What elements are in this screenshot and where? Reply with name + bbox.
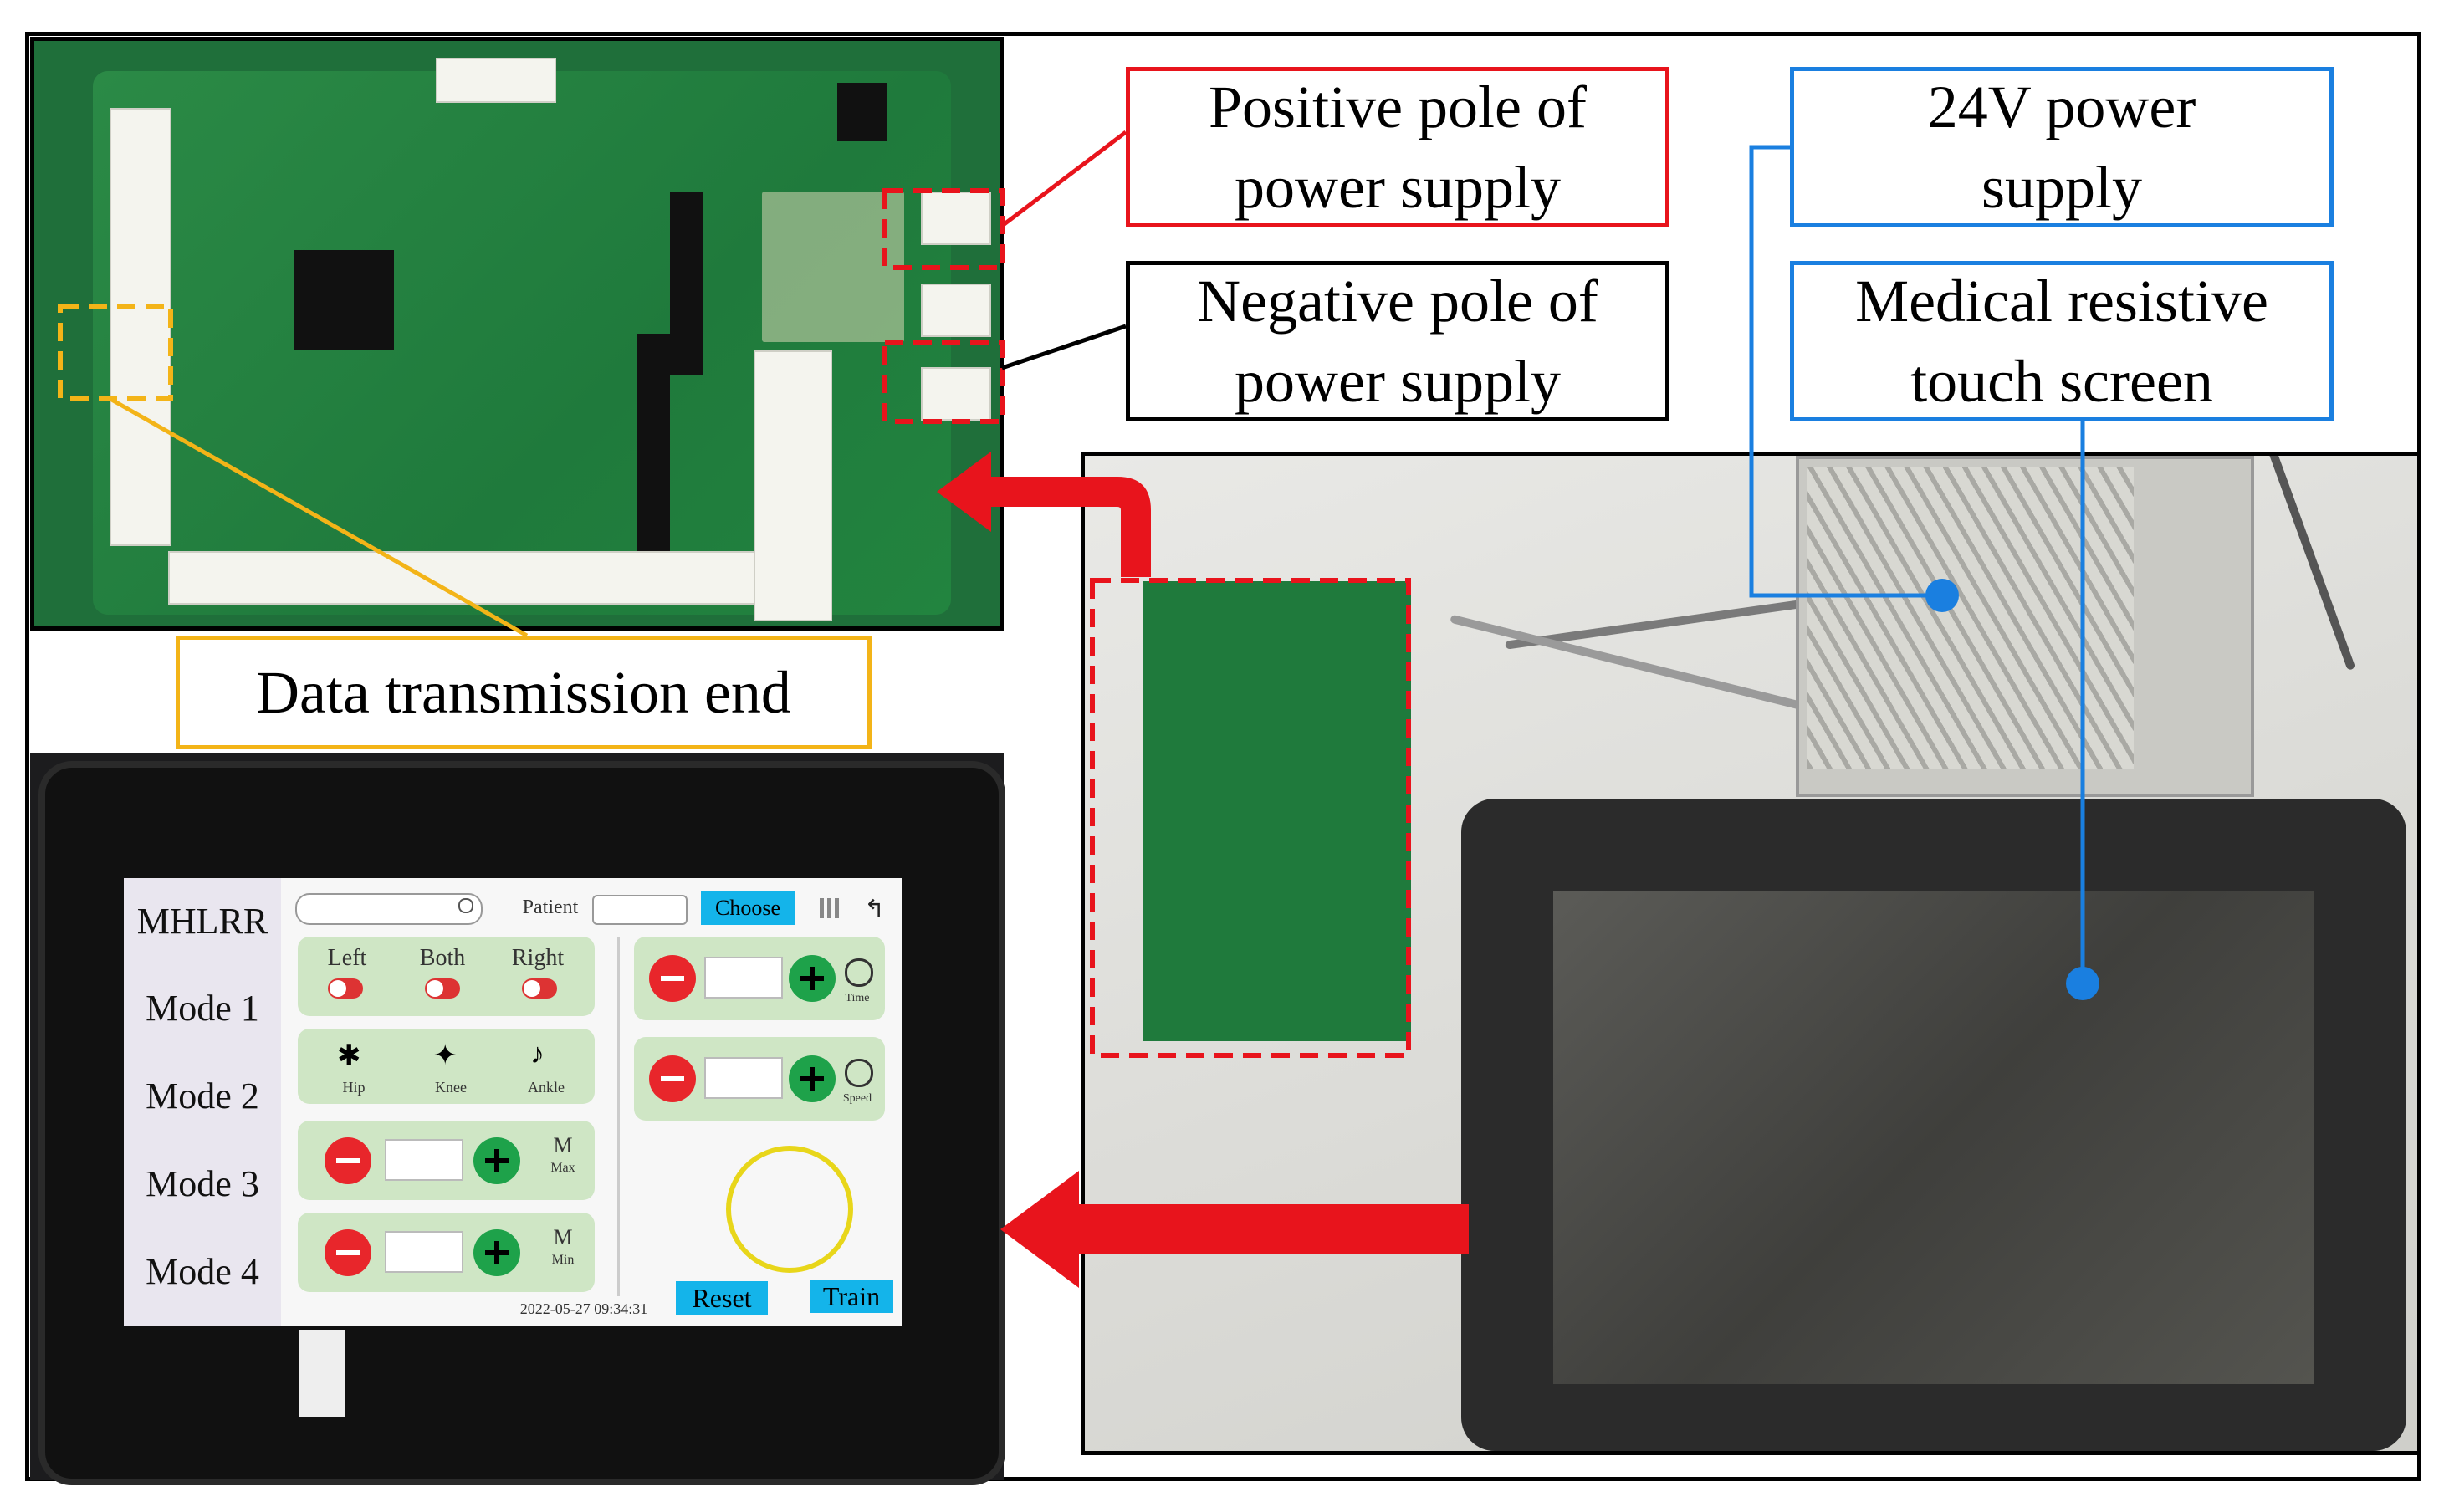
sidebar-item-mode-4[interactable]: Mode 4 [146, 1251, 259, 1292]
tablet-glass [1553, 891, 2314, 1384]
pcb-chip [637, 334, 670, 551]
pcb-connector [754, 350, 832, 621]
hip-icon[interactable]: ✱ [337, 1040, 361, 1071]
touch-screen-line-1: Medical resistive [1855, 268, 2268, 335]
pcb-connector [436, 58, 556, 103]
touch-screen-ui: MHLRR Mode 1 Mode 2 Mode 3 Mode 4 Patien… [124, 878, 902, 1326]
ui-sidebar: MHLRR Mode 1 Mode 2 Mode 3 Mode 4 [124, 878, 281, 1326]
pcb-in-setup [1143, 581, 1411, 1041]
data-transmission-label: Data transmission end [176, 636, 872, 749]
negative-pole-line-1: Negative pole of [1197, 268, 1598, 335]
knee-icon[interactable]: ✦ [433, 1040, 458, 1071]
pcb-connector [921, 367, 991, 421]
pcb-connector [921, 192, 991, 245]
positive-pole-line-1: Positive pole of [1209, 74, 1587, 140]
setup-photo [1081, 452, 2421, 1455]
min-minus-button[interactable] [325, 1229, 371, 1276]
progress-ring [726, 1146, 853, 1273]
positive-pole-label: Positive pole of power supply [1126, 67, 1669, 227]
grid-menu-icon[interactable] [820, 898, 840, 918]
sidebar-item-mhlrr[interactable]: MHLRR [136, 901, 268, 942]
speed-value-field[interactable] [704, 1057, 783, 1099]
touch-screen-line-2: touch screen [1910, 348, 2213, 415]
psu-unit [1796, 456, 2254, 797]
back-arrow-icon[interactable]: ↰ [864, 896, 886, 923]
negative-pole-line-2: power supply [1235, 348, 1561, 415]
joint-select-panel [298, 1029, 595, 1104]
timestamp: 2022-05-27 09:34:31 [519, 1300, 648, 1317]
touch-screen-label: Medical resistive touch screen [1790, 261, 2334, 421]
left-toggle[interactable] [328, 978, 363, 999]
min-plus-button[interactable] [473, 1229, 520, 1276]
side-right-label: Right [511, 945, 565, 971]
pcb-pad-area [762, 192, 904, 342]
pcb-connector [110, 108, 171, 546]
power-supply-line-2: supply [1981, 154, 2143, 221]
cable-tab [299, 1330, 345, 1418]
max-minus-button[interactable] [325, 1137, 371, 1184]
reset-button[interactable]: Reset [676, 1281, 768, 1315]
side-select-panel [298, 937, 595, 1016]
pcb-photo [30, 37, 1004, 631]
train-button[interactable]: Train [810, 1280, 893, 1313]
sidebar-item-mode-2[interactable]: Mode 2 [146, 1075, 259, 1116]
max-label: Max [550, 1161, 575, 1175]
pcb-connector [168, 551, 824, 605]
negative-pole-label: Negative pole of power supply [1126, 261, 1669, 421]
pcb-mcu-chip [294, 250, 394, 350]
time-label: Time [845, 992, 870, 1004]
side-left-label: Left [327, 945, 367, 971]
knee-label: Knee [435, 1079, 467, 1096]
hip-label: Hip [342, 1079, 366, 1096]
positive-pole-line-2: power supply [1235, 154, 1561, 221]
ankle-icon[interactable]: ♪ [530, 1039, 545, 1070]
side-both-label: Both [419, 945, 466, 971]
timer-icon [845, 958, 873, 987]
time-plus-button[interactable] [789, 955, 836, 1002]
patient-select[interactable] [592, 895, 688, 925]
ankle-label: Ankle [528, 1079, 565, 1096]
time-minus-button[interactable] [649, 955, 696, 1002]
pcb-chip [670, 192, 703, 375]
max-m-label: M [553, 1133, 573, 1157]
data-transmission-text: Data transmission end [256, 659, 791, 726]
pcb-connector [921, 284, 991, 337]
min-value-field[interactable] [385, 1231, 463, 1273]
time-value-field[interactable] [704, 957, 783, 999]
speed-plus-button[interactable] [789, 1055, 836, 1102]
speed-label: Speed [842, 1092, 872, 1105]
min-label: Min [551, 1253, 575, 1267]
column-divider [617, 937, 620, 1296]
sidebar-item-mode-3[interactable]: Mode 3 [146, 1163, 259, 1204]
sidebar-item-mode-1[interactable]: Mode 1 [146, 988, 259, 1029]
max-plus-button[interactable] [473, 1137, 520, 1184]
speedometer-icon [845, 1059, 873, 1087]
min-m-label: M [553, 1225, 573, 1249]
search-icon [458, 898, 473, 913]
max-value-field[interactable] [385, 1139, 463, 1181]
search-input[interactable] [295, 893, 483, 925]
patient-label: Patient [522, 896, 579, 918]
speed-minus-button[interactable] [649, 1055, 696, 1102]
right-toggle[interactable] [522, 978, 557, 999]
power-supply-line-1: 24V power [1927, 74, 2196, 140]
pcb-chip [837, 83, 887, 141]
choose-button[interactable]: Choose [701, 891, 795, 925]
both-toggle[interactable] [425, 978, 460, 999]
psu-mesh [1807, 467, 2134, 769]
tablet-in-setup [1461, 799, 2406, 1451]
power-supply-24v-label: 24V power supply [1790, 67, 2334, 227]
